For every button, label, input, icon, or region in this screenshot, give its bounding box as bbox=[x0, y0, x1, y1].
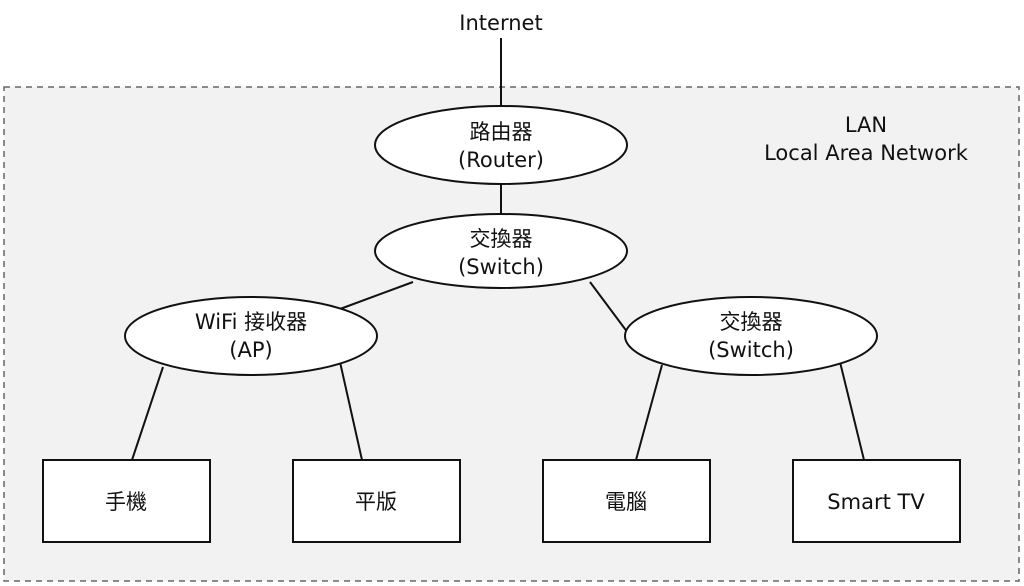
link-ap-tablet bbox=[339, 361, 363, 461]
smart-tv-box bbox=[792, 459, 961, 543]
internet-label: Internet bbox=[459, 11, 542, 35]
tablet-node: 平版 bbox=[292, 459, 461, 543]
smart-tv-label: Smart TV bbox=[827, 490, 925, 514]
router-sublabel: (Router) bbox=[458, 148, 544, 172]
computer-node: 電腦 bbox=[542, 459, 711, 543]
wifi-ap-sublabel: (AP) bbox=[229, 338, 272, 362]
switch-main-node: 交換器 (Switch) bbox=[374, 213, 628, 289]
computer-label: 電腦 bbox=[605, 490, 647, 514]
link-switch-ap bbox=[339, 281, 414, 310]
wifi-ap-ellipse bbox=[124, 296, 378, 376]
switch-right-node: 交換器 (Switch) bbox=[624, 296, 878, 376]
tablet-label: 平版 bbox=[355, 490, 397, 514]
wifi-ap-label: WiFi 接收器 bbox=[195, 310, 307, 334]
phone-node: 手機 bbox=[42, 459, 211, 543]
switch-right-label: 交換器 bbox=[720, 310, 783, 334]
lan-label: LAN bbox=[845, 113, 887, 137]
link-ap-phone bbox=[131, 366, 164, 461]
tablet-box bbox=[292, 459, 461, 543]
link-switch2-tv bbox=[839, 361, 865, 461]
computer-box bbox=[542, 459, 711, 543]
switch-right-ellipse bbox=[624, 296, 878, 376]
router-node: 路由器 (Router) bbox=[374, 105, 628, 185]
phone-label: 手機 bbox=[105, 490, 147, 514]
router-label: 路由器 bbox=[470, 120, 533, 144]
link-switch2-computer bbox=[635, 364, 663, 461]
switch-main-label: 交換器 bbox=[470, 227, 533, 251]
lan-subtitle: Local Area Network bbox=[764, 141, 969, 165]
switch-main-ellipse bbox=[374, 213, 628, 289]
switch-right-sublabel: (Switch) bbox=[708, 338, 794, 362]
wifi-ap-node: WiFi 接收器 (AP) bbox=[124, 296, 378, 376]
link-switch-switch2 bbox=[589, 281, 629, 334]
smart-tv-node: Smart TV bbox=[792, 459, 961, 543]
phone-box bbox=[42, 459, 211, 543]
router-ellipse bbox=[374, 105, 628, 185]
switch-main-sublabel: (Switch) bbox=[458, 255, 544, 279]
